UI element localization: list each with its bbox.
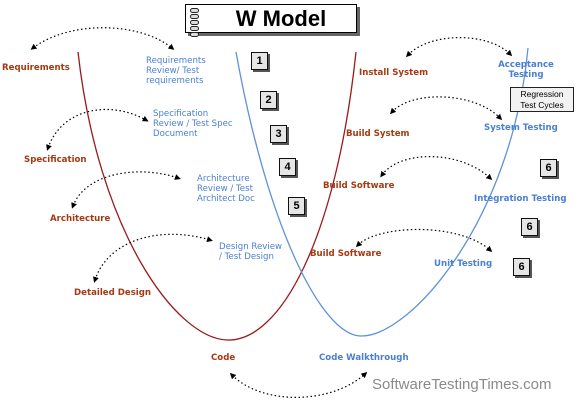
arch-review-line-1: Architecture bbox=[197, 174, 250, 184]
connector-architecture bbox=[71, 171, 181, 209]
label-build-software-1: Build Software bbox=[323, 181, 395, 191]
connector-design bbox=[93, 233, 213, 283]
arch-review-line-2: Review / Test bbox=[197, 184, 253, 194]
testing-curve bbox=[235, 47, 529, 337]
label-detailed-design: Detailed Design bbox=[74, 288, 152, 298]
step-number-6-middle: 6 bbox=[521, 218, 538, 236]
connector-integration bbox=[380, 156, 493, 181]
label-integration-testing: Integration Testing bbox=[474, 194, 567, 204]
label-specification-review: Specification Review / Test Spec Documen… bbox=[153, 109, 233, 139]
label-design-review: Design Review / Test Design bbox=[219, 242, 282, 262]
step-number-6-unit: 6 bbox=[513, 258, 530, 276]
label-requirements: Requirements bbox=[2, 63, 70, 73]
label-build-software-2: Build Software bbox=[310, 249, 382, 259]
label-acceptance-testing: Acceptance Testing bbox=[496, 60, 556, 80]
label-requirements-review: Requirements Review/ Test requirements bbox=[146, 56, 206, 86]
spec-review-line-3: Document bbox=[153, 129, 198, 139]
connector-unit bbox=[355, 228, 493, 252]
label-architecture: Architecture bbox=[50, 214, 111, 224]
label-unit-testing: Unit Testing bbox=[434, 259, 493, 269]
acceptance-line-2: Testing bbox=[508, 70, 544, 80]
title-box: W Model bbox=[185, 4, 357, 37]
arch-review-line-3: Architect Doc bbox=[197, 194, 255, 204]
acceptance-line-1: Acceptance bbox=[498, 60, 554, 70]
connector-acceptance bbox=[405, 37, 513, 58]
step-number-2: 2 bbox=[260, 91, 277, 109]
step-number-1: 1 bbox=[251, 52, 268, 70]
label-build-system: Build System bbox=[346, 129, 410, 139]
step-number-5: 5 bbox=[288, 197, 305, 215]
label-code-walkthrough: Code Walkthrough bbox=[319, 353, 409, 363]
notebook-spiral-icon bbox=[190, 8, 199, 37]
page-title: W Model bbox=[235, 6, 327, 31]
label-system-testing: System Testing bbox=[484, 123, 558, 133]
connector-system bbox=[389, 96, 503, 121]
watermark-text: SoftwareTestingTimes.com bbox=[372, 376, 552, 393]
regression-line-1: Regression bbox=[520, 89, 564, 99]
step-number-4: 4 bbox=[279, 158, 296, 176]
step-number-6-integration: 6 bbox=[540, 159, 557, 177]
spec-review-line-2: Review / Test Spec bbox=[153, 119, 233, 129]
regression-line-2: Test Cycles bbox=[520, 100, 564, 110]
design-review-line-2: / Test Design bbox=[219, 252, 274, 262]
step-number-3: 3 bbox=[270, 125, 287, 143]
label-specification: Specification bbox=[24, 155, 87, 165]
connector-code bbox=[229, 372, 368, 398]
spec-review-line-1: Specification bbox=[153, 109, 209, 119]
req-review-line-1: Requirements bbox=[146, 56, 206, 66]
connector-requirements bbox=[30, 27, 175, 50]
label-install-system: Install System bbox=[359, 68, 429, 78]
design-review-line-1: Design Review bbox=[219, 242, 283, 252]
label-code: Code bbox=[211, 353, 236, 363]
label-architecture-review: Architecture Review / Test Architect Doc bbox=[197, 174, 255, 204]
req-review-line-3: requirements bbox=[146, 76, 204, 86]
req-review-line-2: Review/ Test bbox=[146, 66, 200, 76]
connector-specification bbox=[46, 108, 149, 151]
regression-test-cycles-box: Regression Test Cycles bbox=[510, 87, 574, 112]
